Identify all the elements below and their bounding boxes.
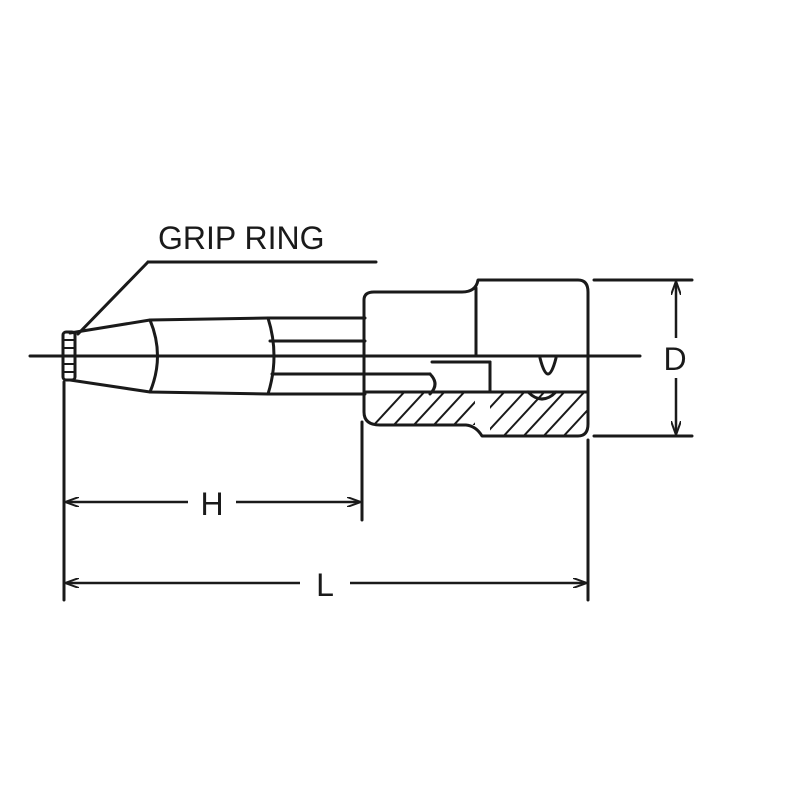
height-label: H: [200, 486, 223, 522]
grip-ring-leader: [76, 260, 378, 336]
grip-ring: [61, 330, 77, 382]
diameter-label: D: [663, 341, 686, 377]
extension-lines: [62, 278, 694, 602]
length-label: L: [316, 567, 334, 603]
socket-body: [362, 278, 590, 438]
grip-ring-label: GRIP RING: [158, 220, 325, 256]
hex-bit: [68, 316, 437, 396]
